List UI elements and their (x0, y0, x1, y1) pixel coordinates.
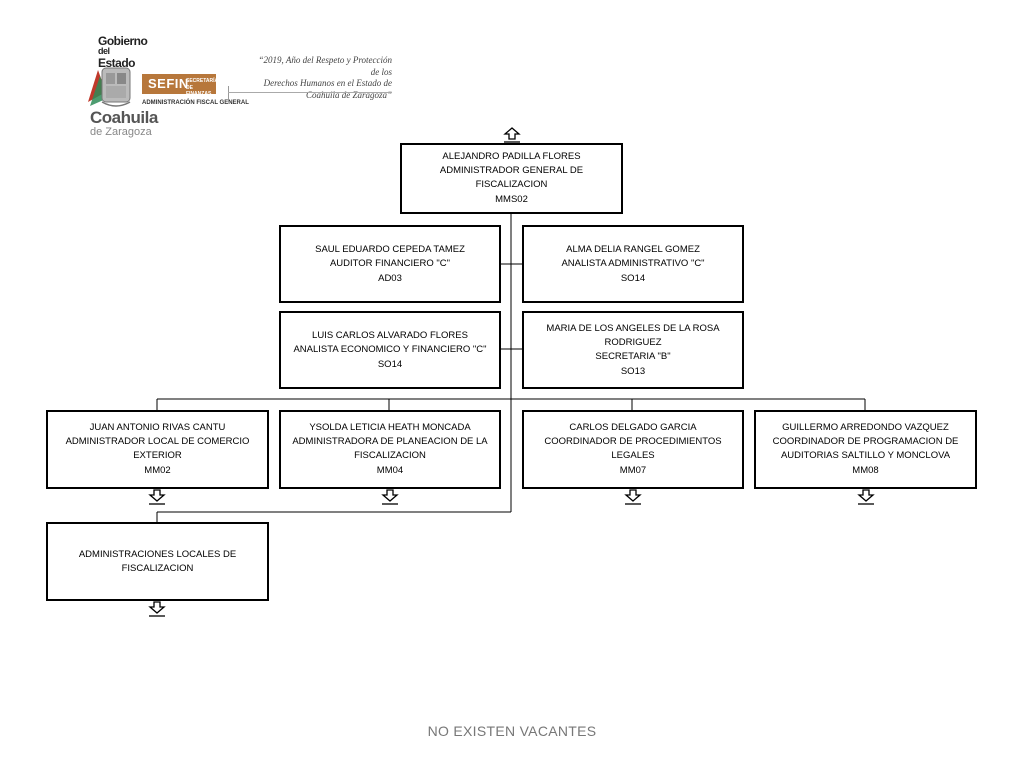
node-code: AD03 (378, 272, 402, 284)
node-name: YSOLDA LETICIA HEATH MONCADA (309, 422, 471, 433)
logo-text-estado: Estado (98, 56, 136, 70)
arrow-down-icon (857, 489, 875, 505)
node-name: GUILLERMO ARREDONDO VAZQUEZ (782, 422, 949, 433)
vacancies-note: NO EXISTEN VACANTES (427, 723, 597, 739)
node-staff-4: MARIA DE LOS ANGELES DE LA ROSA RODRIGUE… (522, 311, 744, 389)
node-name: ALEJANDRO PADILLA FLORES (442, 151, 581, 162)
arrow-down-icon (148, 489, 166, 505)
node-title: ANALISTA ECONOMICO Y FINANCIERO "C" (293, 343, 487, 355)
node-code: MM08 (852, 465, 879, 476)
sefin-label: SEFIN (148, 76, 189, 91)
logo-state-subname: de Zaragoza (90, 126, 152, 138)
node-head: ALEJANDRO PADILLA FLORES ADMINISTRADOR G… (400, 143, 623, 214)
node-unit-3: CARLOS DELGADO GARCIA COORDINADOR DE PRO… (522, 410, 744, 489)
node-title: ANALISTA ADMINISTRATIVO "C" (561, 257, 705, 269)
node-code: MM02 (144, 465, 171, 476)
node-name: SAUL EDUARDO CEPEDA TAMEZ (315, 243, 465, 255)
node-code: SO14 (620, 272, 646, 284)
state-seal-icon (88, 67, 131, 107)
motto-divider-vertical (228, 86, 229, 102)
node-title: COORDINADOR DE PROGRAMACION DE AUDITORIA… (772, 436, 959, 461)
official-motto: “2019, Año del Respeto y Protección de l… (252, 55, 392, 101)
node-staff-3: LUIS CARLOS ALVARADO FLORES ANALISTA ECO… (279, 311, 501, 389)
arrow-up-icon (503, 127, 521, 143)
node-name: JUAN ANTONIO RIVAS CANTU (89, 422, 226, 433)
sefin-sub-line-1: SECRETARÍA (186, 78, 219, 84)
motto-line-2: Derechos Humanos en el Estado de (263, 78, 392, 88)
node-title: ADMINISTRADORA DE PLANEACION DE LA FISCA… (292, 436, 488, 461)
node-code: SO13 (620, 365, 646, 377)
motto-line-3: Coahuila de Zaragoza” (305, 89, 392, 100)
admin-general-label: ADMINISTRACIÓN FISCAL GENERAL (142, 100, 249, 106)
node-unit-1: JUAN ANTONIO RIVAS CANTU ADMINISTRADOR L… (46, 410, 269, 489)
node-name: MARIA DE LOS ANGELES DE LA ROSA RODRIGUE… (546, 322, 720, 348)
node-unit-2: YSOLDA LETICIA HEATH MONCADA ADMINISTRAD… (279, 410, 501, 489)
arrow-down-icon (381, 489, 399, 505)
government-logo: Gobierno del Estado SEFIN SECRETARÍA DE … (84, 30, 249, 140)
logo-state-name: Coahuila (90, 108, 158, 127)
node-title: ADMINISTRADOR LOCAL DE COMERCIO EXTERIOR (65, 436, 250, 461)
node-name: CARLOS DELGADO GARCIA (569, 422, 697, 433)
node-code: MMS02 (495, 194, 528, 205)
node-title: AUDITOR FINANCIERO "C" (329, 257, 451, 269)
node-unit-4: GUILLERMO ARREDONDO VAZQUEZ COORDINADOR … (754, 410, 977, 489)
arrow-down-icon (624, 489, 642, 505)
node-code: MM04 (376, 465, 404, 476)
node-title: ADMINISTRADOR GENERAL DE FISCALIZACION (439, 165, 584, 190)
node-code: SO14 (377, 358, 403, 370)
motto-divider-horizontal (228, 92, 392, 93)
logo-text-del: del (98, 46, 110, 56)
sefin-sub-line-2: DE FINANZAS (186, 85, 212, 97)
node-name: LUIS CARLOS ALVARADO FLORES (312, 329, 468, 341)
arrow-down-icon (148, 601, 166, 617)
node-name: ADMINISTRACIONES LOCALES DE FISCALIZACIO… (78, 548, 237, 574)
node-title: SECRETARIA "B" (595, 350, 671, 362)
motto-line-1: “2019, Año del Respeto y Protección de l… (258, 55, 392, 77)
node-title: COORDINADOR DE PROCEDIMIENTOS LEGALES (544, 436, 722, 461)
node-staff-1: SAUL EDUARDO CEPEDA TAMEZ AUDITOR FINANC… (279, 225, 501, 303)
node-staff-2: ALMA DELIA RANGEL GOMEZ ANALISTA ADMINIS… (522, 225, 744, 303)
node-code: MM07 (619, 465, 647, 476)
sefin-badge: SEFIN SECRETARÍA DE FINANZAS (142, 74, 219, 97)
logo-text-gobierno: Gobierno (98, 34, 148, 48)
node-local-administrations: ADMINISTRACIONES LOCALES DE FISCALIZACIO… (46, 522, 269, 601)
node-name: ALMA DELIA RANGEL GOMEZ (566, 243, 700, 255)
